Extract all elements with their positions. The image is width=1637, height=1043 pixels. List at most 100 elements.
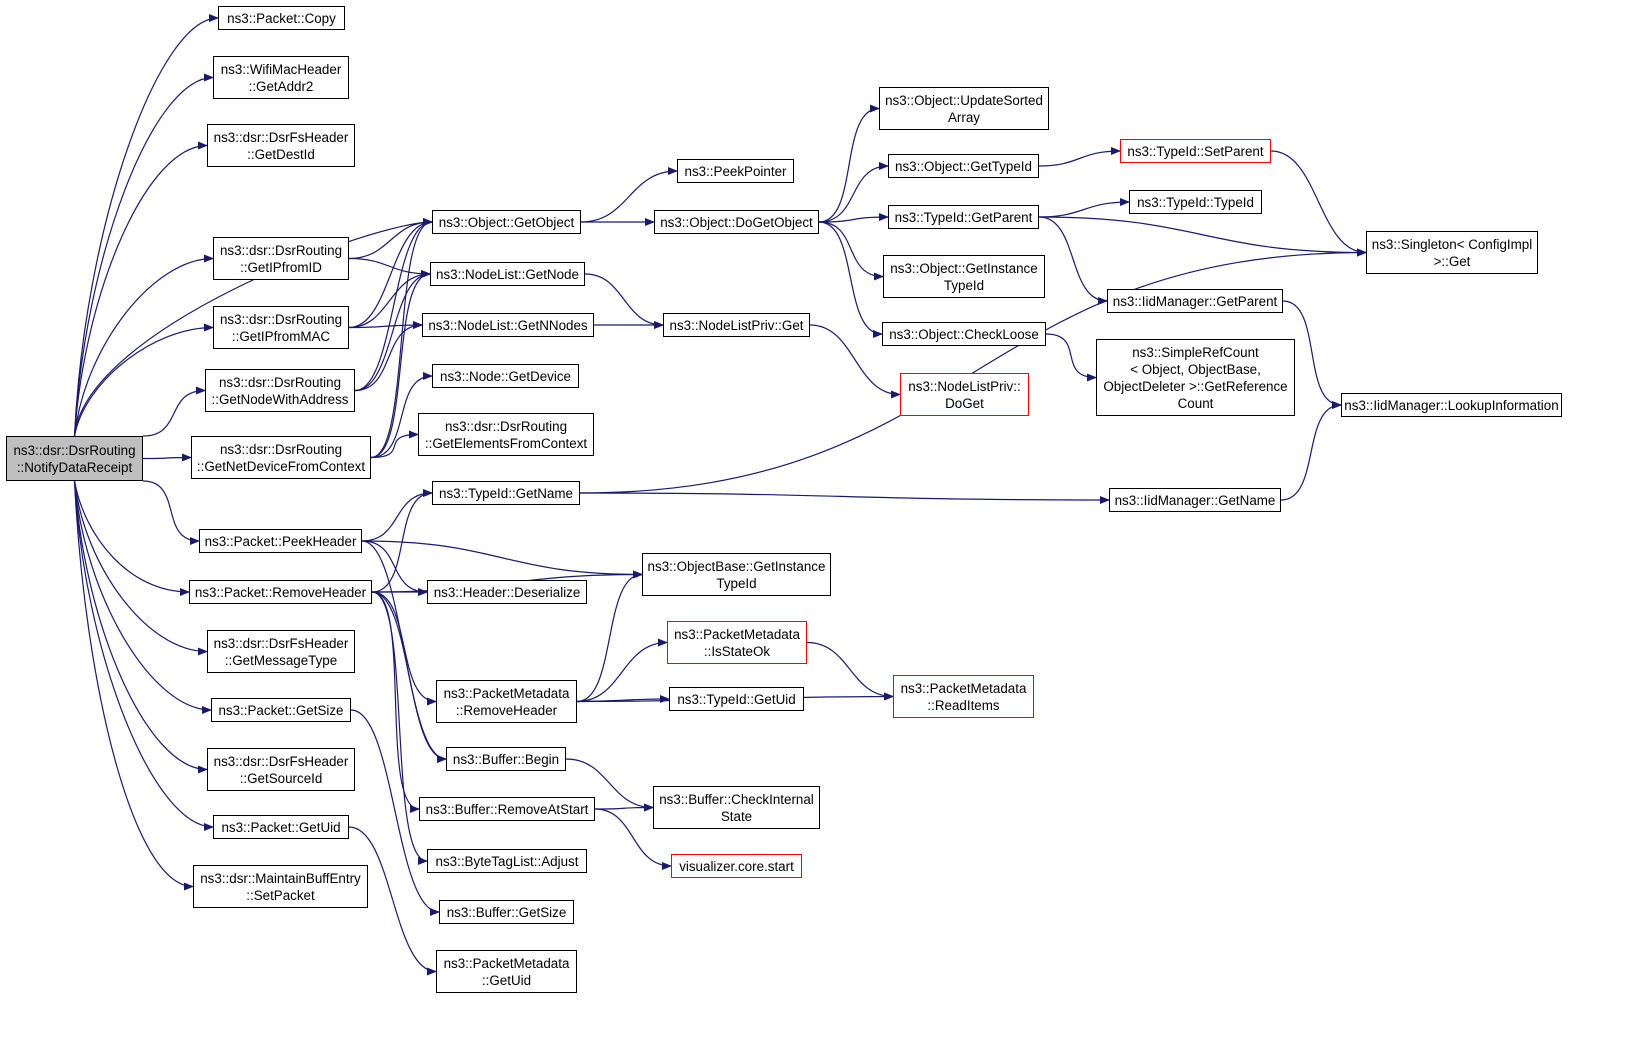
edge-root-to-packet-getuid xyxy=(73,480,214,831)
edge-getipfromid-to-nodelist-getnode xyxy=(348,257,431,278)
node-packet-getuid[interactable]: ns3::Packet::GetUid xyxy=(213,815,349,839)
node-getipfromid[interactable]: ns3::dsr::DsrRouting::GetIPfromID xyxy=(213,237,349,280)
node-fs-getmessagetype[interactable]: ns3::dsr::DsrFsHeader::GetMessageType xyxy=(207,630,355,673)
edge-root-to-object-getobject xyxy=(73,218,433,437)
node-iidmanager-getname[interactable]: ns3::IidManager::GetName xyxy=(1109,488,1281,512)
node-pm-isstateok[interactable]: ns3::PacketMetadata::IsStateOk xyxy=(667,621,807,664)
node-simplerefcount-getreferencecount[interactable]: ns3::SimpleRefCount< Object, ObjectBase,… xyxy=(1096,339,1295,416)
edge-nodelistpriv-get-to-nodelistpriv-doget xyxy=(809,324,901,399)
node-packet-copy[interactable]: ns3::Packet::Copy xyxy=(218,6,345,30)
node-nodelistpriv-doget[interactable]: ns3::NodeListPriv::DoGet xyxy=(900,373,1029,416)
node-typeid-getuid[interactable]: ns3::TypeId::GetUid xyxy=(669,687,804,711)
edge-pm-isstateok-to-pm-readitems xyxy=(806,641,894,701)
edge-getnetdevicefromcontext-to-node-getdevice xyxy=(370,372,433,459)
edge-packet-peekheader-to-typeid-getname xyxy=(361,489,433,542)
node-fs-getdestid[interactable]: ns3::dsr::DsrFsHeader::GetDestId xyxy=(207,124,355,167)
node-label-line: >::Get xyxy=(1433,253,1471,269)
edge-getnodewithaddress-to-nodelist-getnode xyxy=(354,270,431,392)
node-label-line: ns3::dsr::DsrRouting xyxy=(444,418,568,434)
edge-packet-peekheader-to-header-deserialize xyxy=(361,540,428,596)
node-label-line: ::GetDestId xyxy=(247,146,315,162)
node-getelementsfromcontext[interactable]: ns3::dsr::DsrRouting::GetElementsFromCon… xyxy=(418,413,594,456)
node-buffer-removeatstart[interactable]: ns3::Buffer::RemoveAtStart xyxy=(419,797,595,821)
edge-pm-removeheader-to-pm-isstateok xyxy=(576,638,668,703)
node-getipfrommac[interactable]: ns3::dsr::DsrRouting::GetIPfromMAC xyxy=(213,306,349,349)
node-iidmanager-lookupinformation[interactable]: ns3::IidManager::LookupInformation xyxy=(1341,393,1562,417)
node-nodelist-getnode[interactable]: ns3::NodeList::GetNode xyxy=(430,262,585,286)
edge-root-to-fs-getsourceid xyxy=(73,480,208,774)
node-header-deserialize[interactable]: ns3::Header::Deserialize xyxy=(427,580,587,604)
node-wifi-getaddr2[interactable]: ns3::WifiMacHeader::GetAddr2 xyxy=(213,56,349,99)
node-label-line: DoGet xyxy=(945,395,984,411)
node-getnodewithaddress[interactable]: ns3::dsr::DsrRouting::GetNodeWithAddress xyxy=(205,369,355,412)
node-label-line: ns3::NodeListPriv:: xyxy=(908,378,1021,394)
node-nodelistpriv-get[interactable]: ns3::NodeListPriv::Get xyxy=(663,313,810,337)
node-maintainbuff-setpacket[interactable]: ns3::dsr::MaintainBuffEntry::SetPacket xyxy=(193,865,368,908)
edge-root-to-fs-getmessagetype xyxy=(73,480,208,656)
edge-packet-removeheader-to-pm-removeheader xyxy=(371,591,437,706)
node-root: ns3::dsr::DsrRouting::NotifyDataReceipt xyxy=(6,436,143,481)
node-node-getdevice[interactable]: ns3::Node::GetDevice xyxy=(432,364,579,388)
node-label-line: ns3::dsr::DsrFsHeader xyxy=(213,753,349,769)
node-buffer-getsize[interactable]: ns3::Buffer::GetSize xyxy=(439,900,574,924)
node-label-line: ns3::Header::Deserialize xyxy=(433,584,581,600)
node-pm-removeheader[interactable]: ns3::PacketMetadata::RemoveHeader xyxy=(436,680,577,723)
node-buffer-begin[interactable]: ns3::Buffer::Begin xyxy=(446,747,566,771)
node-label-line: ns3::SimpleRefCount xyxy=(1132,344,1259,360)
node-label-line: ::GetIPfromMAC xyxy=(231,328,331,344)
node-nodelist-getnnodes[interactable]: ns3::NodeList::GetNNodes xyxy=(422,313,594,337)
node-packet-peekheader[interactable]: ns3::Packet::PeekHeader xyxy=(199,529,362,553)
edge-root-to-packet-peekheader xyxy=(142,480,200,545)
node-label-line: Array xyxy=(948,109,980,125)
node-visualizer-core-start[interactable]: visualizer.core.start xyxy=(671,854,802,878)
edge-getipfrommac-to-nodelist-getnode xyxy=(348,270,431,329)
edge-root-to-getipfrommac xyxy=(73,323,214,437)
node-bytetaglist-adjust[interactable]: ns3::ByteTagList::Adjust xyxy=(427,849,587,873)
edge-object-dogetobject-to-object-checkloose xyxy=(818,221,883,338)
edge-nodelist-getnode-to-nodelistpriv-get xyxy=(584,273,664,329)
node-typeid-setparent[interactable]: ns3::TypeId::SetParent xyxy=(1120,139,1271,163)
edge-packet-getuid-to-pm-getuid xyxy=(348,826,437,976)
node-pm-getuid[interactable]: ns3::PacketMetadata::GetUid xyxy=(436,950,577,993)
node-label-line: ns3::Packet::Copy xyxy=(227,10,336,26)
node-label-line: ns3::Buffer::RemoveAtStart xyxy=(425,801,589,817)
node-getnetdevicefromcontext[interactable]: ns3::dsr::DsrRouting::GetNetDeviceFromCo… xyxy=(191,436,371,479)
node-peekpointer[interactable]: ns3::PeekPointer xyxy=(677,159,794,183)
edge-typeid-getname-to-singleton-get xyxy=(579,248,1367,494)
node-fs-getsourceid[interactable]: ns3::dsr::DsrFsHeader::GetSourceId xyxy=(207,748,355,791)
node-typeid-getname[interactable]: ns3::TypeId::GetName xyxy=(432,481,580,505)
node-typeid-typeid[interactable]: ns3::TypeId::TypeId xyxy=(1129,190,1262,214)
node-packet-getsize[interactable]: ns3::Packet::GetSize xyxy=(211,698,351,722)
node-object-dogetobject[interactable]: ns3::Object::DoGetObject xyxy=(654,210,819,234)
edge-packet-getsize-to-buffer-getsize xyxy=(350,709,440,916)
edge-packet-removeheader-to-typeid-getname xyxy=(371,489,433,593)
node-object-gettypeid[interactable]: ns3::Object::GetTypeId xyxy=(888,154,1039,178)
edge-root-to-wifi-getaddr2 xyxy=(73,73,214,437)
node-singleton-get[interactable]: ns3::Singleton< ConfigImpl >::Get xyxy=(1366,231,1538,274)
edge-getipfrommac-to-object-getobject xyxy=(348,218,433,329)
edge-root-to-getnodewithaddress xyxy=(142,386,206,437)
edge-getnetdevicefromcontext-to-getelementsfromcontext xyxy=(370,430,419,459)
node-label-line: ::RemoveHeader xyxy=(455,702,558,718)
edge-buffer-removeatstart-to-buffer-checkinternalstate xyxy=(594,803,654,812)
edge-root-to-packet-getsize xyxy=(73,480,212,714)
node-packet-removeheader[interactable]: ns3::Packet::RemoveHeader xyxy=(189,580,372,604)
node-label-line: ns3::Object::GetTypeId xyxy=(895,158,1032,174)
edge-packet-removeheader-to-bytetaglist-adjust xyxy=(371,591,428,865)
node-object-checkloose[interactable]: ns3::Object::CheckLoose xyxy=(882,322,1046,346)
node-label-line: ns3::dsr::DsrFsHeader xyxy=(213,129,349,145)
node-label-line: ns3::TypeId::SetParent xyxy=(1127,143,1264,159)
node-typeid-getparent[interactable]: ns3::TypeId::GetParent xyxy=(888,205,1039,229)
node-label-line: ns3::Object::CheckLoose xyxy=(889,326,1039,342)
node-pm-readitems[interactable]: ns3::PacketMetadata::ReadItems xyxy=(893,675,1034,718)
edge-getipfrommac-to-nodelist-getnnodes xyxy=(348,321,423,330)
node-label-line: ::GetNetDeviceFromContext xyxy=(196,458,366,474)
node-label-line: ns3::Packet::GetUid xyxy=(221,819,341,835)
node-label-line: ns3::dsr::DsrRouting xyxy=(13,442,136,458)
node-object-getobject[interactable]: ns3::Object::GetObject xyxy=(432,210,581,234)
node-iidmanager-getparent[interactable]: ns3::IidManager::GetParent xyxy=(1107,289,1283,313)
